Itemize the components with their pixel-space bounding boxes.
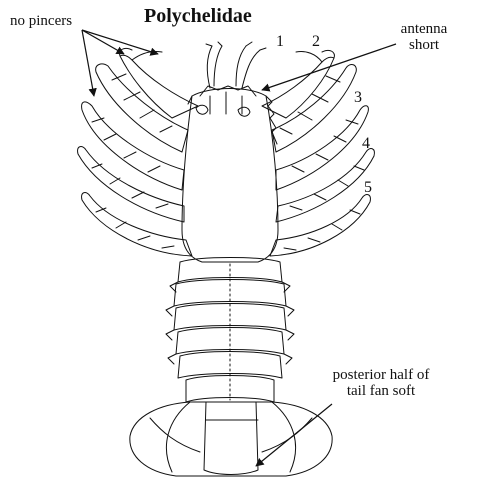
- leg-right-1-claw: [296, 50, 334, 62]
- leg-right-3: [276, 106, 368, 190]
- leg-left-4: [78, 147, 184, 222]
- arrow-tail-fan: [256, 404, 332, 466]
- arrow-no-pincers-3: [82, 30, 94, 96]
- leg-left-1: [120, 55, 198, 118]
- leg-right-2: [272, 65, 356, 152]
- leg-right-4: [276, 149, 374, 222]
- arrow-no-pincers-2: [82, 30, 124, 54]
- leg-left-1-claw: [120, 48, 162, 60]
- leg-right-1: [262, 57, 334, 118]
- leg-left-5-segments: [96, 208, 174, 248]
- leg-left-2: [96, 64, 188, 152]
- arrow-no-pincers-1: [82, 30, 158, 54]
- leg-right-4-segments: [290, 166, 364, 210]
- tail-fan: [130, 402, 332, 476]
- antennule-tips: [206, 42, 266, 50]
- leg-left-5: [82, 193, 192, 256]
- leg-right-5: [270, 195, 370, 256]
- antenna-left: [207, 46, 222, 88]
- arrow-antenna-short: [262, 44, 396, 90]
- abdomen-segment-2: [174, 280, 286, 307]
- antenna-right: [236, 46, 260, 88]
- uropod-divisions: [150, 402, 312, 472]
- leg-right-2-segments: [280, 76, 340, 134]
- eye-right: [238, 107, 250, 116]
- telson: [204, 402, 258, 475]
- carapace: [182, 89, 278, 263]
- carapace-spines: [188, 96, 277, 144]
